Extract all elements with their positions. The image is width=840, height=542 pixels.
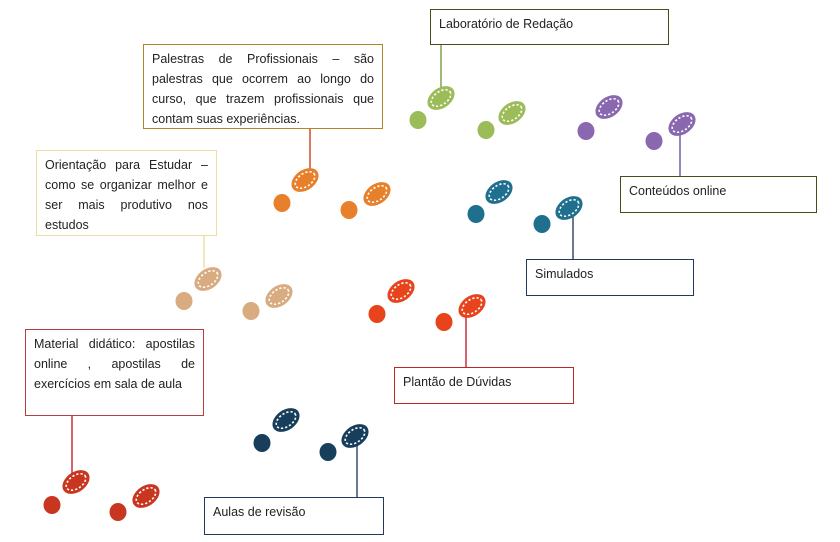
palestras-label: Palestras de Profissionais – são palestr… [152, 52, 374, 126]
simulados-box: Simulados [526, 259, 694, 296]
red-footprint-right [435, 294, 486, 331]
red-footprint-left [368, 279, 415, 323]
crimson-footprint-left [43, 470, 90, 514]
orange-footprint-right [340, 182, 391, 219]
green-footprint-left [409, 86, 455, 129]
purple-footprint-left [577, 95, 623, 140]
lab-redacao-label: Laboratório de Redação [439, 17, 574, 31]
teal-footprint-left [467, 180, 513, 223]
navy-footprint-left [253, 408, 300, 452]
material-didatico-box: Material didático: apostilas online , ap… [25, 329, 204, 416]
crimson-footprint-right [109, 484, 160, 521]
simulados-label: Simulados [535, 267, 594, 281]
material-didatico-label: Material didático: apostilas online , ap… [34, 337, 195, 391]
tan-footprint-right [242, 284, 293, 320]
orientacao-box: Orientação para Estudar – como se organi… [36, 150, 217, 236]
plantao-duvidas-label: Plantão de Dúvidas [403, 375, 512, 389]
orientacao-label: Orientação para Estudar – como se organi… [45, 158, 208, 232]
teal-footprint-right [533, 196, 583, 233]
palestras-box: Palestras de Profissionais – são palestr… [143, 44, 383, 129]
conteudos-online-box: Conteúdos online [620, 176, 817, 213]
lab-redacao-box: Laboratório de Redação [430, 9, 669, 45]
conteudos-online-label: Conteúdos online [629, 184, 727, 198]
purple-footprint-right [645, 112, 696, 150]
green-footprint-right [477, 101, 526, 139]
orange-footprint-left [273, 168, 319, 212]
tan-footprint-left [175, 267, 222, 310]
aulas-revisao-box: Aulas de revisão [204, 497, 384, 535]
plantao-duvidas-box: Plantão de Dúvidas [394, 367, 574, 404]
aulas-revisao-label: Aulas de revisão [213, 505, 306, 519]
navy-footprint-right [319, 424, 369, 461]
